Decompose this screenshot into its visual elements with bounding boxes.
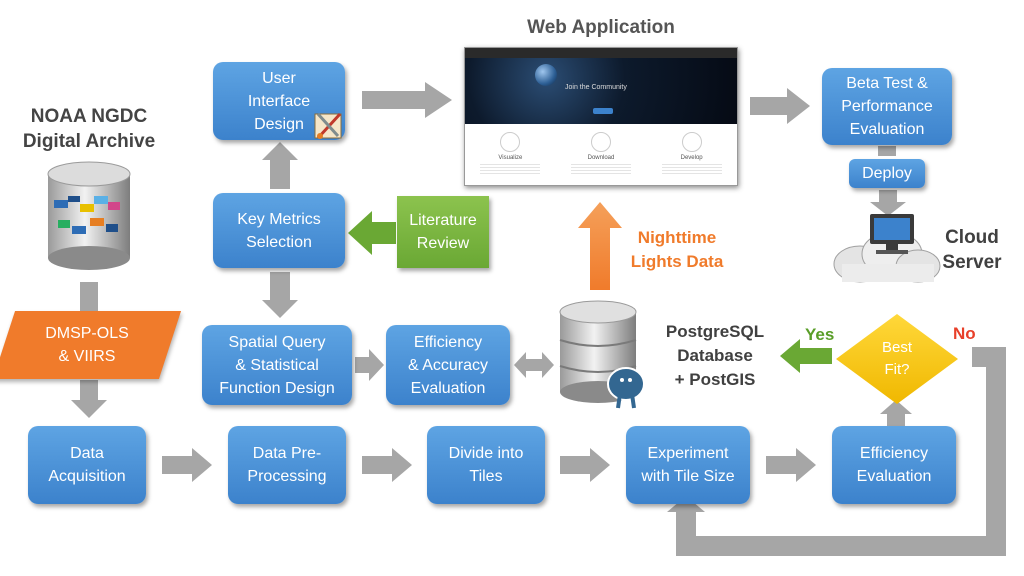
efficiency-accuracy-box: Efficiency & Accuracy Evaluation [386,325,510,405]
preprocessing-box: Data Pre- Processing [228,426,346,504]
arrow-acq-to-pre [162,448,212,482]
cloud-server-icon [833,214,941,283]
arrow-ui-to-webapp [362,82,452,118]
arrow-deploy-to-cloud [870,190,906,216]
arrow-pre-to-divide [362,448,412,482]
arrow-spatial-to-eff [355,349,384,381]
arrow-metrics-to-spatial [262,272,298,318]
arrow-archive-to-dmsp [80,282,98,312]
yes-label: Yes [805,325,835,344]
arrow-eff-db-double [514,352,554,378]
efficiency-evaluation-box: Efficiency Evaluation [832,426,956,504]
screenshot-column: Develop [661,132,722,174]
no-label: No [953,324,976,343]
data-acquisition-box: Data Acquisition [28,426,146,504]
screenshot-column: Visualize [480,132,541,174]
postgresql-elephant-icon [607,367,645,409]
web-app-screenshot: Join the Community Visualize Download De… [464,47,738,186]
arrow-yes-to-database [780,339,832,373]
spatial-query-box: Spatial Query & Statistical Function Des… [202,325,352,405]
literature-review-box: Literature Review [397,196,489,268]
postgresql-label: PostgreSQL Database + PostGIS [665,322,765,389]
best-fit-diamond-shape [836,314,958,404]
globe-icon [535,64,557,86]
screenshot-column: Download [570,132,631,174]
cloud-server-label: Cloud Server [942,227,1002,273]
best-fit-label: Best Fit? [881,339,912,378]
web-application-title: Web Application [527,17,675,38]
database-icon [47,161,131,270]
noaa-archive-label: NOAA NGDC Digital Archive [22,106,156,152]
arrow-metrics-to-ui [262,142,298,189]
arrow-divide-to-exp [560,448,610,482]
key-metrics-box: Key Metrics Selection [213,193,345,268]
screenshot-hero-text: Join the Community [565,84,627,91]
screenshot-hero: Join the Community [465,58,737,124]
arrow-nighttime-up [578,202,622,290]
arrow-dmsp-to-acquisition [71,380,107,418]
design-tools-icon [314,112,342,140]
deploy-box: Deploy [849,159,925,188]
nighttime-lights-label: Nighttime Lights Data [630,228,724,271]
dmsp-viirs-label: DMSP-OLS & VIIRS [45,325,129,365]
postgresql-database-icon [559,300,645,409]
arrow-beta-to-deploy [878,146,896,156]
arrow-webapp-to-beta [750,88,810,124]
arrow-literature-to-metrics [348,211,396,255]
computer-icon [870,214,914,254]
arrow-eff-to-bestfit [880,400,912,426]
arrow-exp-to-eff [766,448,816,482]
experiment-tile-size-box: Experiment with Tile Size [626,426,750,504]
beta-test-box: Beta Test & Performance Evaluation [822,68,952,145]
screenshot-columns: Visualize Download Develop [465,124,737,174]
divide-tiles-box: Divide into Tiles [427,426,545,504]
screenshot-navbar [465,48,737,58]
screenshot-button [593,108,613,114]
